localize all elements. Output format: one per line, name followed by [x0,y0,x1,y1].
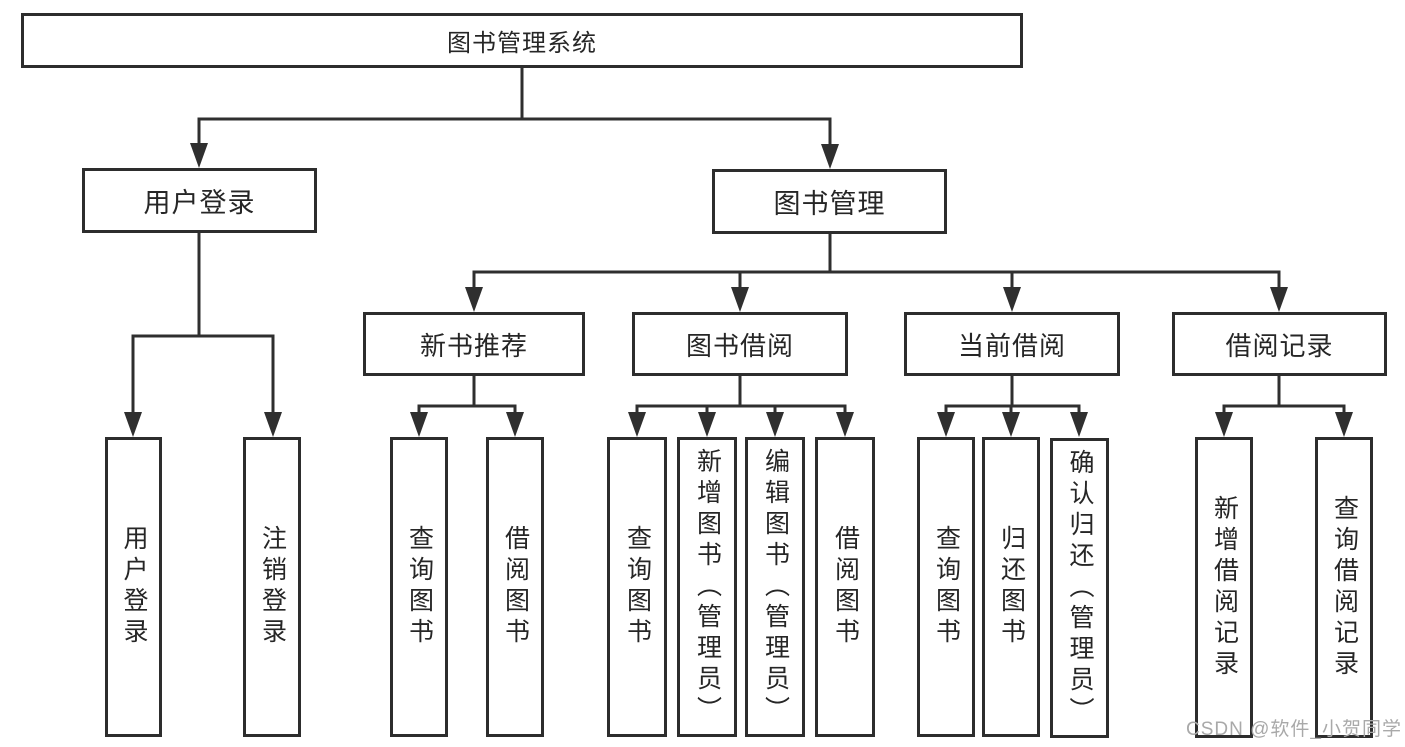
node-label: 图书管理 [773,189,886,219]
csdn-watermark: CSDN @软件_小贺同学 [1186,719,1402,740]
node-label: 借阅图书 [501,525,530,649]
node-label: 借阅记录 [1225,330,1334,361]
node-leaf-confirm-return-admin: 确认归还（管理员） [1050,438,1109,738]
node-leaf-borrow-books-1: 借阅图书 [486,437,544,737]
node-leaf-return-books: 归还图书 [982,437,1040,737]
node-leaf-borrow-books-2: 借阅图书 [815,437,875,737]
node-borrow-records: 借阅记录 [1172,312,1387,376]
node-current-borrowing: 当前借阅 [904,312,1120,376]
node-label: 当前借阅 [957,330,1066,361]
node-label: 新增图书（管理员） [693,447,722,727]
node-label: 注销登录 [258,525,287,649]
node-label: 新增借阅记录 [1210,494,1239,681]
node-label: 图书借阅 [685,330,794,361]
arrowheads [124,143,1353,437]
node-leaf-query-books-2: 查询图书 [607,437,667,737]
node-root-system: 图书管理系统 [21,13,1023,68]
node-book-management: 图书管理 [712,169,947,234]
node-label: 查询图书 [932,525,961,649]
node-label: 确认归还（管理员） [1066,448,1094,728]
node-label: 归还图书 [997,525,1026,649]
node-label: 查询借阅记录 [1330,494,1359,681]
node-leaf-add-book-admin: 新增图书（管理员） [677,437,737,737]
node-book-borrowing: 图书借阅 [632,312,848,376]
node-leaf-query-books-3: 查询图书 [917,437,975,737]
node-leaf-query-borrow-record: 查询借阅记录 [1315,437,1373,738]
node-label: 新书推荐 [419,330,528,361]
node-leaf-user-login: 用户登录 [105,437,162,737]
node-label: 查询图书 [623,525,652,649]
node-label: 用户登录 [143,188,256,218]
node-label: 查询图书 [405,525,434,649]
node-new-book-recommend: 新书推荐 [363,312,585,376]
node-leaf-query-books-1: 查询图书 [390,437,448,737]
node-label: 图书管理系统 [447,30,597,57]
node-label: 用户登录 [120,525,148,649]
node-leaf-add-borrow-record: 新增借阅记录 [1195,437,1253,738]
node-label: 编辑图书（管理员） [761,447,790,727]
node-leaf-logout: 注销登录 [243,437,301,737]
node-label: 借阅图书 [831,525,860,649]
node-user-login: 用户登录 [82,168,317,233]
node-leaf-edit-book-admin: 编辑图书（管理员） [745,437,805,737]
